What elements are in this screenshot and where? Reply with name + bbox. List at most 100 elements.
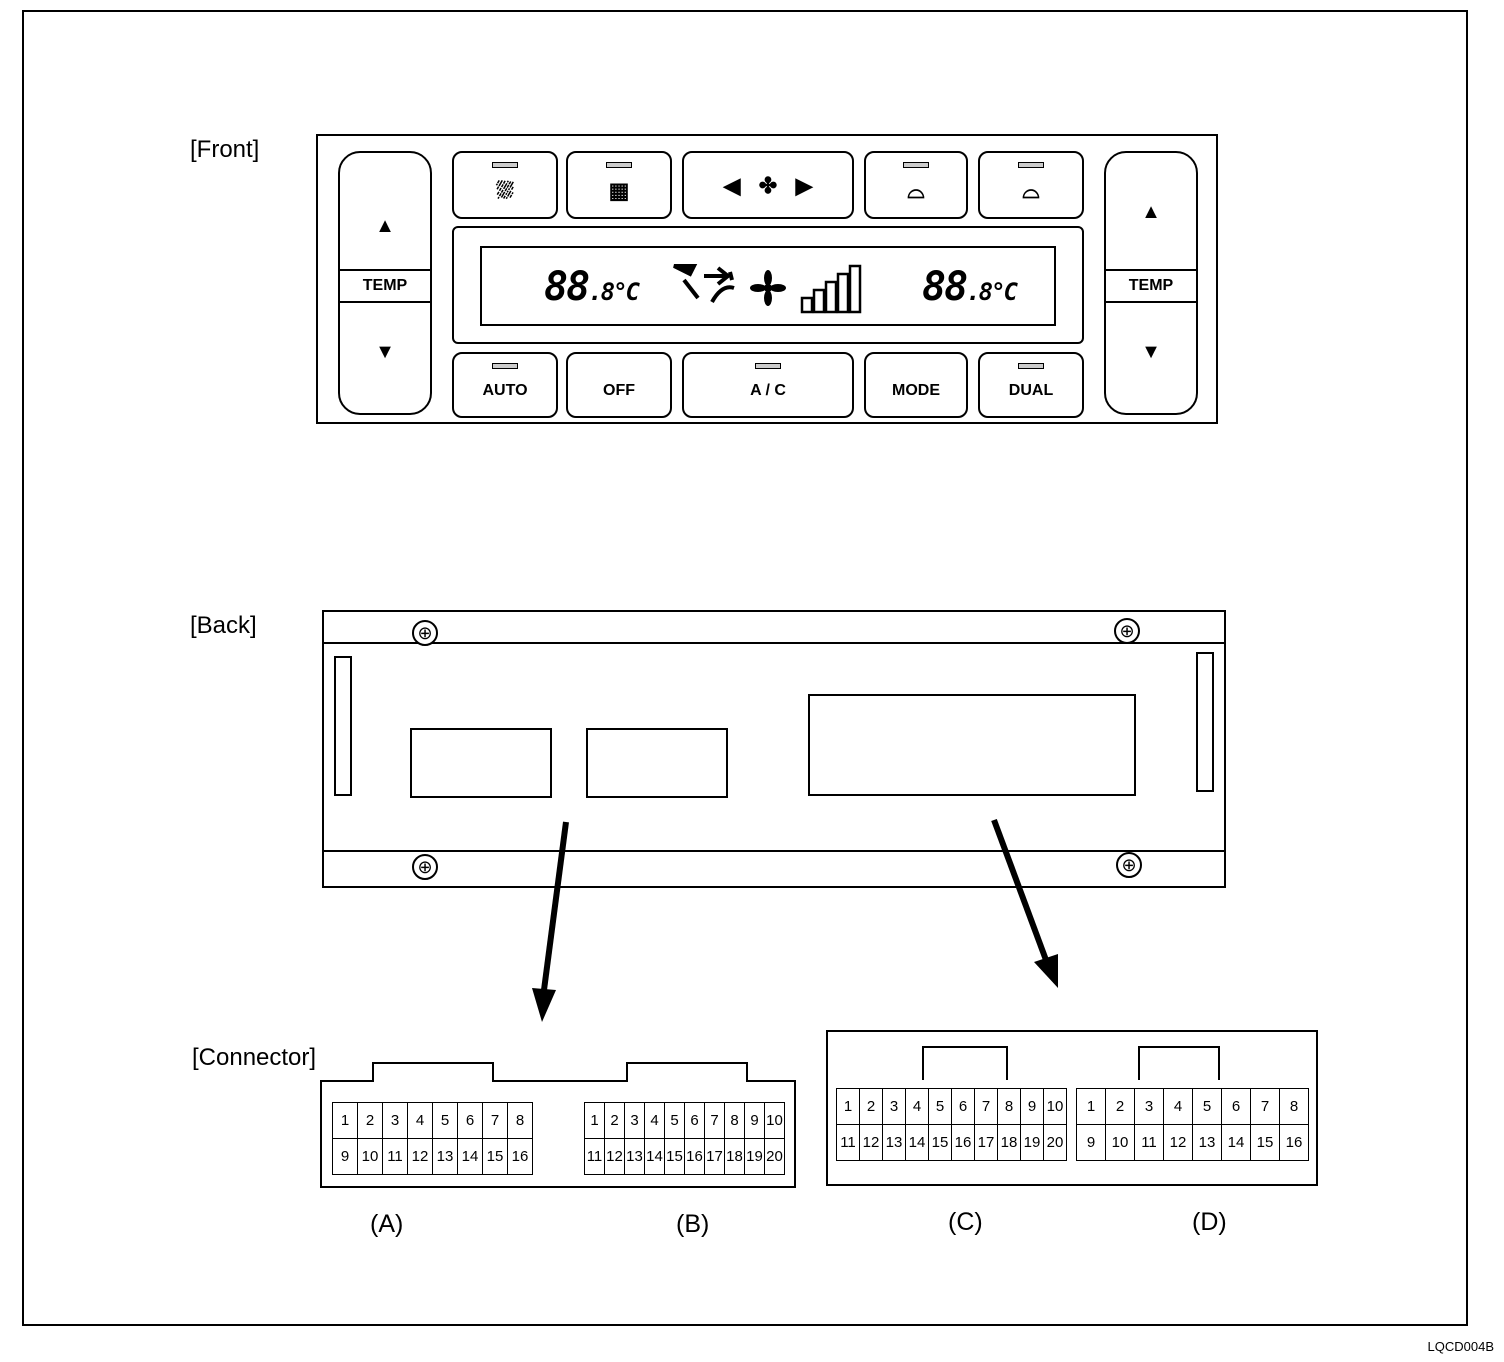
connector-d-pin: 4 bbox=[1164, 1089, 1193, 1125]
connector-a-pin: 5 bbox=[433, 1103, 458, 1139]
fan-up-arrow-icon[interactable]: ▶ bbox=[795, 173, 813, 198]
screw-icon: ⊕ bbox=[412, 620, 438, 646]
recirculation-button[interactable]: ⌓ bbox=[978, 151, 1084, 219]
down-arrow-icon[interactable]: ▼ bbox=[375, 341, 395, 363]
fresh-air-icon: ⌓ bbox=[907, 178, 925, 203]
connector-c-pin: 7 bbox=[975, 1089, 998, 1125]
dual-button[interactable]: DUAL bbox=[978, 352, 1084, 418]
connector-a-pin: 8 bbox=[508, 1103, 533, 1139]
dual-label: DUAL bbox=[1008, 382, 1054, 399]
mode-label: MODE bbox=[892, 382, 940, 399]
front-label: [Front] bbox=[190, 136, 260, 163]
fan-icon: ✤ bbox=[758, 173, 778, 198]
fan-level-bars-icon bbox=[800, 264, 862, 314]
recirculation-icon: ⌓ bbox=[1022, 178, 1040, 203]
connector-c-pin: 10 bbox=[1044, 1089, 1067, 1125]
indicator-led bbox=[1018, 162, 1044, 168]
connector-a-pin: 1 bbox=[333, 1103, 358, 1139]
auto-label: AUTO bbox=[482, 382, 528, 399]
mode-button[interactable]: MODE bbox=[864, 352, 968, 418]
connector-b-pin: 17 bbox=[705, 1139, 725, 1175]
fan-down-arrow-icon[interactable]: ◀ bbox=[723, 173, 741, 198]
connector-d-pin: 1 bbox=[1077, 1089, 1106, 1125]
screw-icon: ⊕ bbox=[1116, 852, 1142, 878]
back-label: [Back] bbox=[190, 612, 257, 639]
connector-b-pin: 14 bbox=[645, 1139, 665, 1175]
left-temp-rocker[interactable]: ▲ TEMP ▼ bbox=[338, 151, 432, 415]
up-arrow-icon[interactable]: ▲ bbox=[1141, 201, 1161, 223]
latch-b bbox=[626, 1062, 748, 1082]
indicator-led bbox=[606, 162, 632, 168]
connector-c-pin: 20 bbox=[1044, 1125, 1067, 1161]
left-temp-label: TEMP bbox=[338, 269, 432, 303]
connector-b-pin: 7 bbox=[705, 1103, 725, 1139]
arrowhead-icon bbox=[532, 988, 556, 1022]
climate-control-back-panel: ⊕ ⊕ ⊕ ⊕ bbox=[322, 610, 1226, 888]
indicator-led bbox=[1018, 363, 1044, 369]
socket-cd bbox=[808, 694, 1136, 796]
socket-a bbox=[410, 728, 552, 798]
fan-speed-button[interactable]: ◀ ✤ ▶ bbox=[682, 151, 854, 219]
up-arrow-icon[interactable]: ▲ bbox=[375, 215, 395, 237]
connector-c-pin: 18 bbox=[998, 1125, 1021, 1161]
connector-d-pin: 15 bbox=[1251, 1125, 1280, 1161]
latch-d bbox=[1138, 1046, 1220, 1080]
connector-d-pin: 11 bbox=[1135, 1125, 1164, 1161]
mounting-post bbox=[334, 656, 352, 796]
figure-code: LQCD004B bbox=[1427, 1339, 1494, 1354]
connector-c-pin: 11 bbox=[837, 1125, 860, 1161]
front-defrost-button[interactable]: ⛆ bbox=[452, 151, 558, 219]
connector-b-pin: 2 bbox=[605, 1103, 625, 1139]
connector-d-pin: 13 bbox=[1193, 1125, 1222, 1161]
connector-b-pin: 15 bbox=[665, 1139, 685, 1175]
connector-a-pin: 2 bbox=[358, 1103, 383, 1139]
arrowhead-icon bbox=[1034, 954, 1058, 988]
fan-speed-controls: ◀ ✤ ▶ bbox=[684, 173, 852, 199]
connector-d-pin: 9 bbox=[1077, 1125, 1106, 1161]
auto-button[interactable]: AUTO bbox=[452, 352, 558, 418]
screw-icon: ⊕ bbox=[412, 854, 438, 880]
connector-c-pin: 15 bbox=[929, 1125, 952, 1161]
down-arrow-icon[interactable]: ▼ bbox=[1141, 341, 1161, 363]
fresh-air-button[interactable]: ⌓ bbox=[864, 151, 968, 219]
mode-fan-indicators bbox=[673, 264, 862, 314]
ac-button[interactable]: A / C bbox=[682, 352, 854, 418]
airflow-mode-icon bbox=[673, 264, 735, 304]
connector-c-caption: (C) bbox=[948, 1208, 983, 1236]
latch-a bbox=[372, 1062, 494, 1082]
connector-c-pin: 9 bbox=[1021, 1089, 1044, 1125]
indicator-led bbox=[492, 363, 518, 369]
indicator-led bbox=[903, 162, 929, 168]
right-temp-digits: 88 bbox=[922, 264, 968, 310]
connector-b-pin: 6 bbox=[685, 1103, 705, 1139]
socket-b bbox=[586, 728, 728, 798]
right-temp-rocker[interactable]: ▲ TEMP ▼ bbox=[1104, 151, 1198, 415]
connector-d-caption: (D) bbox=[1192, 1208, 1227, 1236]
connector-d-pin: 16 bbox=[1280, 1125, 1309, 1161]
right-temp-label: TEMP bbox=[1104, 269, 1198, 303]
connector-b-pin: 10 bbox=[765, 1103, 785, 1139]
connector-a-pin: 10 bbox=[358, 1139, 383, 1175]
rear-defrost-button[interactable]: ▦ bbox=[566, 151, 672, 219]
connector-d-pin: 5 bbox=[1193, 1089, 1222, 1125]
connector-c-pin: 8 bbox=[998, 1089, 1021, 1125]
connector-a-pin: 7 bbox=[483, 1103, 508, 1139]
connector-b-pin: 16 bbox=[685, 1139, 705, 1175]
connector-a-pin: 9 bbox=[333, 1139, 358, 1175]
connector-label: [Connector] bbox=[192, 1044, 317, 1071]
top-rail bbox=[324, 642, 1224, 644]
connector-b-pin: 4 bbox=[645, 1103, 665, 1139]
connector-a-pin: 3 bbox=[383, 1103, 408, 1139]
connector-ab-housing bbox=[320, 1080, 796, 1188]
latch-c bbox=[922, 1046, 1008, 1080]
connector-c-pin: 19 bbox=[1021, 1125, 1044, 1161]
connector-c-pin: 2 bbox=[860, 1089, 883, 1125]
connector-b-caption: (B) bbox=[676, 1210, 710, 1238]
connector-c-pin: 1 bbox=[837, 1089, 860, 1125]
off-button[interactable]: OFF bbox=[566, 352, 672, 418]
arrow-to-connector-ab bbox=[541, 821, 569, 991]
